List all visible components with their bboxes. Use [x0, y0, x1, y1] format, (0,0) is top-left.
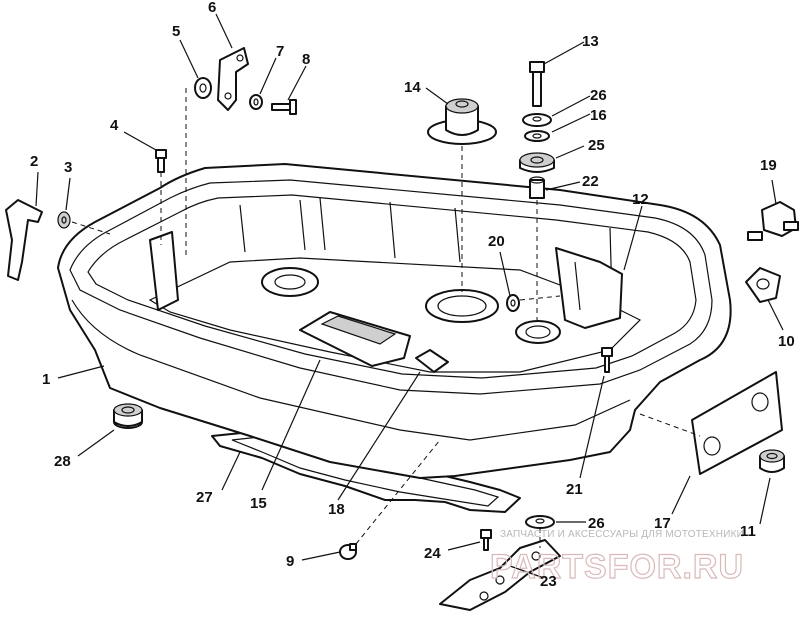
washer-26-lower — [525, 515, 555, 529]
callout-23: 23 — [540, 573, 557, 590]
pan-opening-center-inner — [437, 295, 487, 317]
clip-18 — [415, 349, 449, 373]
callout-2: 2 — [30, 153, 38, 170]
callout-15: 15 — [250, 495, 267, 512]
lever-2 — [5, 199, 43, 281]
washer-5 — [194, 77, 212, 99]
callout-3: 3 — [64, 159, 72, 176]
plug-9 — [339, 543, 357, 560]
callout-17: 17 — [654, 515, 671, 532]
callout-1: 1 — [42, 371, 50, 388]
plate-17-hole-2 — [751, 392, 769, 412]
callout-20: 20 — [488, 233, 505, 250]
callout-11: 11 — [740, 523, 756, 540]
callout-16: 16 — [590, 107, 607, 124]
watermark-tagline: ЗАПЧАСТИ И АКСЕССУАРЫ ДЛЯ МОТОТЕХНИКИ — [500, 529, 744, 540]
callout-7: 7 — [276, 43, 284, 60]
fitting-19-stub-2 — [783, 221, 799, 231]
screw-21 — [601, 347, 613, 373]
callout-26-lower: 26 — [588, 515, 605, 532]
leader-lines — [35, 13, 784, 579]
callout-26-upper: 26 — [590, 87, 607, 104]
callout-5: 5 — [172, 23, 180, 40]
washer-3 — [57, 211, 71, 229]
callout-25: 25 — [588, 137, 605, 154]
bracket-23-hole-3 — [531, 551, 541, 561]
mount-grommet-14 — [427, 98, 497, 145]
fitting-19-stub — [747, 231, 763, 241]
ring-7 — [249, 94, 263, 110]
washer-20 — [506, 294, 520, 312]
bolt-24 — [480, 529, 492, 551]
plate-17 — [691, 371, 783, 475]
bracket-23-hole-1 — [495, 575, 505, 585]
callout-21: 21 — [566, 481, 583, 498]
callout-13: 13 — [582, 33, 599, 50]
pan-opening-right — [515, 320, 561, 344]
latch-6-hole-2 — [224, 92, 232, 100]
callout-9: 9 — [286, 553, 294, 570]
grommet-28 — [113, 403, 143, 429]
screw-4 — [155, 149, 167, 173]
pan-opening-right-inner — [525, 325, 551, 339]
callout-6: 6 — [208, 0, 216, 16]
washer-16 — [524, 130, 550, 142]
washer-26-upper — [522, 113, 552, 127]
callout-24: 24 — [424, 545, 441, 562]
bolt-13 — [529, 61, 545, 107]
sleeve-22 — [529, 176, 545, 199]
assembly-lines — [71, 88, 701, 548]
callout-18: 18 — [328, 501, 345, 518]
callout-14: 14 — [404, 79, 421, 96]
pin-8 — [271, 99, 297, 115]
cap-10 — [745, 267, 781, 303]
bracket-23 — [439, 539, 561, 611]
silencer-15-slot — [320, 315, 397, 345]
callout-12: 12 — [632, 191, 649, 208]
callout-19: 19 — [760, 157, 777, 174]
bracket-23-hole-2 — [479, 591, 489, 601]
bracket-12 — [555, 247, 623, 329]
callout-22: 22 — [582, 173, 599, 190]
lower-pan-rim-inner — [87, 194, 697, 379]
watermark-brand: PARTSFOR.RU — [490, 548, 744, 586]
callout-4: 4 — [110, 117, 119, 134]
bracket-12-edge — [574, 261, 581, 311]
lower-pan-skirt-line — [71, 299, 631, 441]
grommet-25 — [519, 152, 555, 173]
grommet-11 — [759, 449, 785, 473]
cap-10-hole — [756, 278, 770, 290]
callout-27: 27 — [196, 489, 213, 506]
callout-10: 10 — [778, 333, 795, 350]
plate-17-hole-1 — [703, 436, 721, 456]
pan-opening-center — [425, 289, 499, 323]
pan-opening-left — [261, 267, 319, 297]
callout-8: 8 — [302, 51, 310, 68]
lower-pan-body — [57, 163, 732, 479]
pan-bracket-left — [149, 231, 179, 311]
pan-opening-left-inner — [274, 274, 306, 290]
lower-pan-rim-outer — [69, 179, 713, 395]
latch-6-hole — [236, 54, 244, 62]
callout-28: 28 — [54, 453, 71, 470]
